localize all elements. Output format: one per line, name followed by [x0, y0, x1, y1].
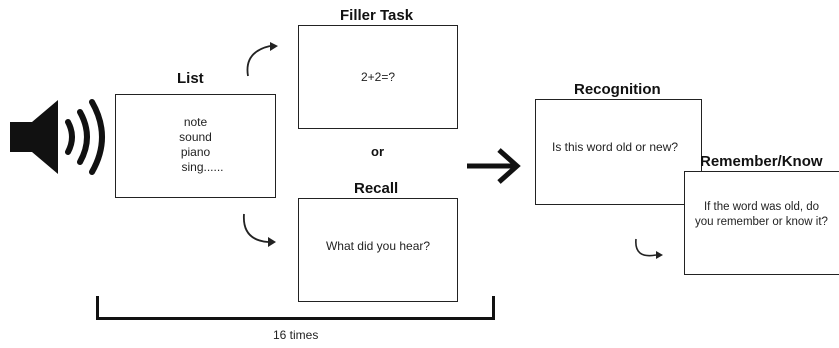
- repeat-bracket: [96, 296, 495, 320]
- recognition-box: Is this word old or new?: [535, 99, 702, 205]
- repeat-label: 16 times: [273, 328, 319, 342]
- remember-know-line: If the word was old, do: [703, 201, 820, 213]
- list-word: piano: [180, 145, 211, 159]
- filler-task-content: 2+2=?: [360, 70, 396, 84]
- or-connector: or: [371, 144, 384, 159]
- remember-know-content: If the word was old, do you remember or …: [685, 200, 838, 230]
- curved-arrow-up-icon: [246, 42, 278, 77]
- filler-task-box: 2+2=?: [298, 25, 458, 129]
- remember-know-line: you remember or know it?: [695, 216, 828, 228]
- recall-content: What did you hear?: [325, 239, 431, 253]
- remember-know-heading: Remember/Know: [700, 153, 823, 170]
- list-word: note: [183, 115, 208, 129]
- recognition-content: Is this word old or new?: [552, 140, 679, 154]
- list-box: note sound piano sing......: [115, 94, 276, 198]
- list-word: sound: [179, 130, 212, 144]
- speaker-sound-icon: [10, 99, 105, 175]
- curved-arrow-down-icon: [243, 213, 276, 247]
- list-words: note sound piano sing......: [116, 115, 275, 175]
- list-heading: List: [177, 70, 204, 87]
- list-word: sing......: [181, 160, 224, 174]
- curved-arrow-small-icon: [635, 238, 663, 259]
- recall-box: What did you hear?: [298, 198, 458, 302]
- recognition-heading: Recognition: [574, 81, 661, 98]
- filler-task-heading: Filler Task: [340, 7, 414, 24]
- arrow-right-icon: [467, 148, 521, 184]
- recall-heading: Recall: [354, 180, 399, 197]
- remember-know-box: If the word was old, do you remember or …: [684, 171, 839, 275]
